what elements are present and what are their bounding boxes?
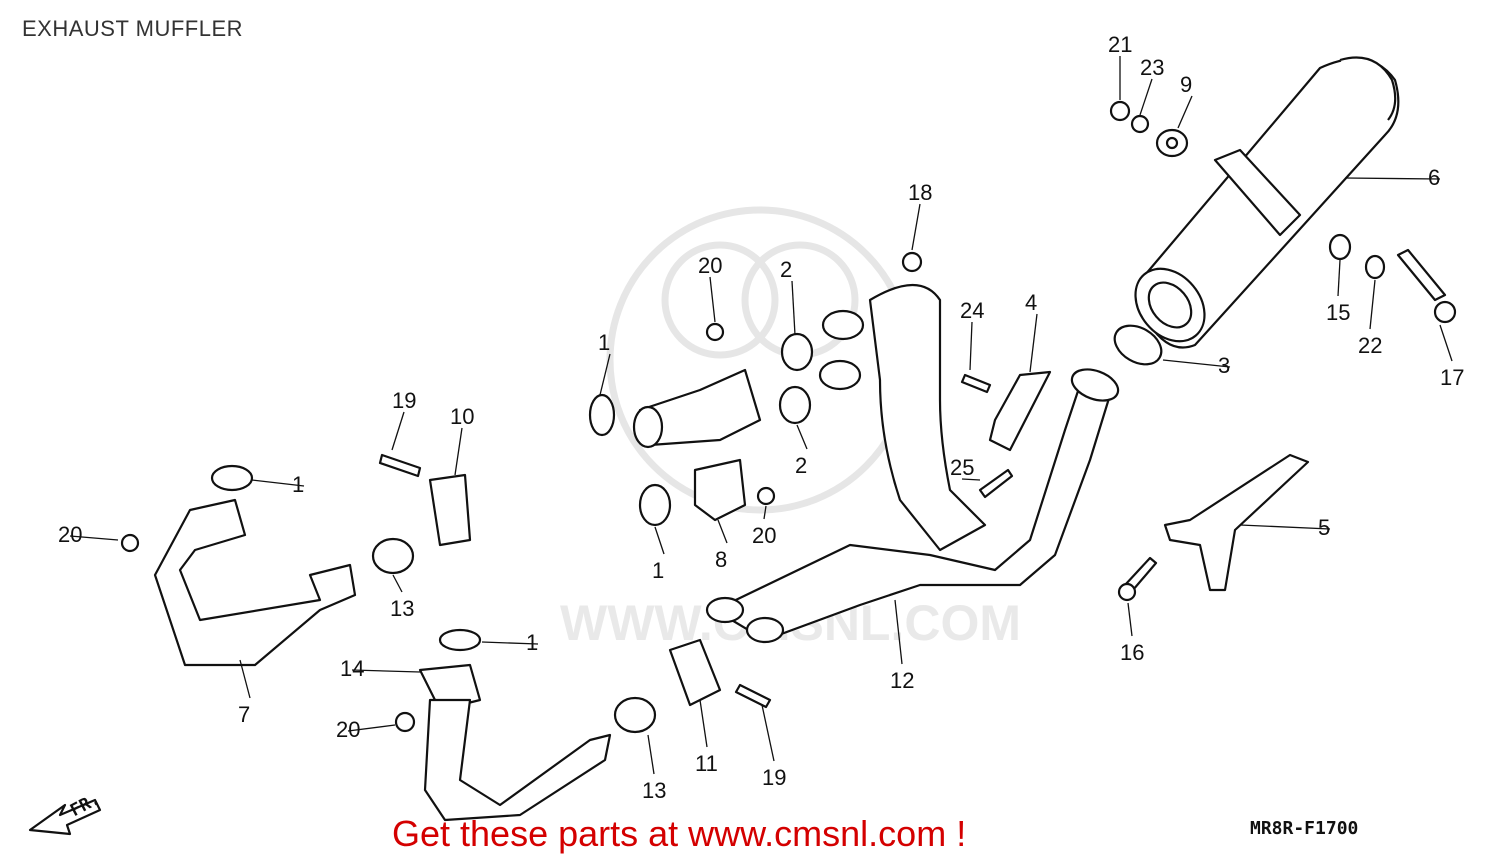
small-bolts — [901, 251, 1014, 499]
center-joints — [588, 322, 814, 527]
leader-line-c18 — [911, 203, 921, 251]
leader-line-c11 — [699, 699, 708, 748]
leader-line-c20b — [69, 535, 119, 541]
leader-line-c20c — [763, 505, 767, 520]
leader-line-c1d — [481, 641, 539, 645]
leader-line-c25 — [961, 478, 981, 481]
callout-13-joint-pipe: 13 — [390, 596, 414, 621]
leader-line-c13b — [647, 734, 655, 775]
leader-line-c14 — [351, 669, 421, 673]
promo-link[interactable]: Get these parts at www.cmsnl.com ! — [392, 813, 967, 854]
leader-line-c5 — [1239, 524, 1331, 530]
callout-12-exhaust-pipe: 12 — [890, 668, 914, 693]
muffler-part — [1134, 56, 1400, 349]
leader-line-c24 — [969, 321, 973, 371]
callout-2-gasket: 2 — [795, 453, 807, 478]
callout-6-muffler: 6 — [1428, 165, 1440, 190]
leader-line-c19a — [391, 411, 405, 451]
leader-line-c1c — [654, 526, 665, 555]
leader-line-c12 — [894, 599, 903, 665]
callout-1-gasket: 1 — [598, 330, 610, 355]
callout-23-washer: 23 — [1140, 55, 1164, 80]
leader-line-c20a — [709, 276, 716, 323]
leader-line-c6 — [1344, 177, 1441, 180]
callout-19-bolt: 19 — [392, 388, 416, 413]
callout-25-bolt: 25 — [950, 455, 974, 480]
leader-line-c4 — [1029, 313, 1038, 373]
callout-10-band: 10 — [450, 404, 474, 429]
diagram-code: MR8R-F1700 — [1250, 818, 1359, 839]
exhaust-pipe-7 — [153, 498, 357, 667]
callout-11-band: 11 — [695, 751, 718, 776]
gasket-3 — [1113, 324, 1163, 366]
callout-20-nut: 20 — [58, 522, 82, 547]
callout-8-joint: 8 — [715, 547, 727, 572]
leader-line-c2b — [796, 424, 808, 450]
callout-13-joint-pipe: 13 — [642, 778, 666, 803]
leader-line-c3 — [1162, 359, 1231, 368]
callout-17-bolt: 17 — [1440, 365, 1464, 390]
muffler-mount-hardware — [1109, 100, 1189, 158]
stay-5 — [1163, 453, 1310, 592]
callout-19-bolt: 19 — [762, 765, 786, 790]
lower-left-parts — [394, 628, 772, 822]
callout-14-flange: 14 — [340, 656, 364, 681]
callout-3-gasket: 3 — [1218, 353, 1230, 378]
leader-line-c19b — [761, 704, 775, 762]
callout-1-gasket: 1 — [526, 630, 538, 655]
callout-5-stay: 5 — [1318, 515, 1330, 540]
callout-1-gasket: 1 — [652, 558, 664, 583]
front-direction-arrow — [28, 798, 102, 836]
callout-7-exhaust-pipe: 7 — [238, 702, 250, 727]
leader-line-c20d — [347, 724, 396, 732]
callout-1-gasket: 1 — [292, 472, 304, 497]
left-clamp-hardware — [120, 453, 472, 575]
leader-line-c13a — [392, 574, 403, 593]
callout-2-gasket: 2 — [780, 257, 792, 282]
leader-line-c1b — [251, 479, 305, 487]
callout-9-rubber-bushing: 9 — [1180, 72, 1192, 97]
leader-line-c16 — [1127, 602, 1133, 637]
callout-20-nut: 20 — [752, 523, 776, 548]
leader-line-c8 — [717, 519, 728, 544]
leader-line-c15 — [1337, 259, 1341, 297]
leader-line-c22 — [1369, 279, 1376, 330]
callout-20-nut: 20 — [698, 253, 722, 278]
leader-line-c23 — [1139, 78, 1153, 116]
leader-line-c7 — [239, 659, 251, 699]
right-mount-hardware — [1328, 233, 1457, 324]
callout-4-heat-protector: 4 — [1025, 290, 1037, 315]
callout-21-nut: 21 — [1108, 32, 1132, 57]
callout-20-nut: 20 — [336, 717, 360, 742]
protector-4 — [988, 370, 1052, 452]
callout-22-washer: 22 — [1358, 333, 1382, 358]
leader-line-c2a — [791, 280, 796, 336]
diagram-title: EXHAUST MUFFLER — [22, 16, 244, 41]
collector-pipe-12 — [705, 283, 1120, 644]
callout-18-nut: 18 — [908, 180, 932, 205]
leader-line-c9 — [1177, 95, 1193, 129]
leader-line-c17 — [1439, 324, 1453, 362]
leader-line-c1a — [599, 353, 611, 396]
callout-16-bolt: 16 — [1120, 640, 1144, 665]
callout-24-bolt: 24 — [960, 298, 984, 323]
leader-line-c10 — [454, 427, 463, 476]
callout-15-collar: 15 — [1326, 300, 1350, 325]
